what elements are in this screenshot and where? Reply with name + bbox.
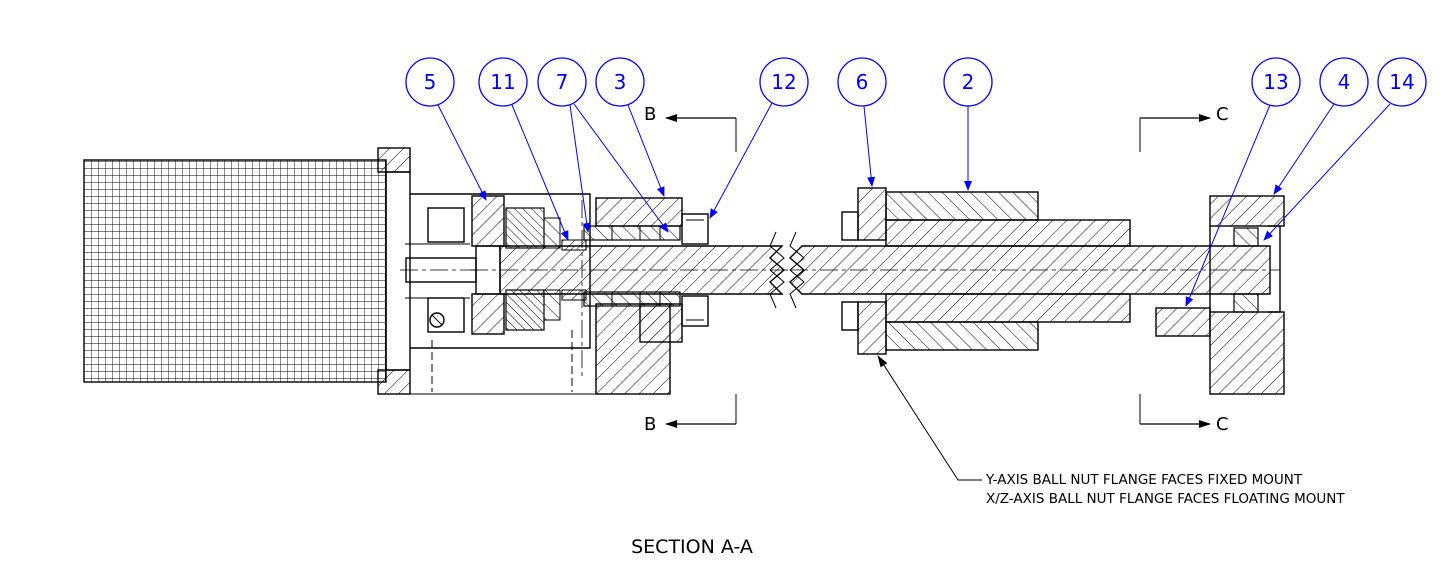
ball-screw-shaft-left [470,245,790,295]
floating-bearing-block [1155,195,1285,395]
balloon-2: 2 [943,57,993,191]
ball-nut [841,187,1131,355]
balloon-7: 7 [537,57,669,233]
section-label-c-top: C [1216,104,1229,125]
balloon-14: 14 [1263,57,1427,241]
fixed-bearing-block [561,197,709,395]
balloon-12-label: 12 [771,70,796,94]
balloon-11: 11 [478,57,569,241]
section-marker-c-top: C [1139,104,1229,152]
balloon-6: 6 [837,57,887,187]
section-label-c-bottom: C [1216,414,1229,435]
balloon-7-label: 7 [556,70,569,94]
balloon-5: 5 [405,57,487,201]
balloon-14-label: 14 [1389,70,1414,94]
section-marker-b-bottom: B [644,394,737,435]
note-line-1: Y-AXIS BALL NUT FLANGE FACES FIXED MOUNT [985,472,1303,488]
ball-nut-orientation-note: Y-AXIS BALL NUT FLANGE FACES FIXED MOUNT… [877,355,1345,507]
balloon-12: 12 [709,57,809,219]
balloon-3-label: 3 [614,70,627,94]
balloon-4-label: 4 [1338,70,1351,94]
balloon-4: 4 [1273,57,1369,195]
ball-screw-shaft-right [788,245,1280,295]
section-marker-c-bottom: C [1139,394,1229,435]
balloon-11-label: 11 [490,70,515,94]
balloon-5-label: 5 [424,70,437,94]
balloon-6-label: 6 [856,70,869,94]
note-line-2: X/Z-AXIS BALL NUT FLANGE FACES FLOATING … [986,491,1345,507]
balloon-2-label: 2 [962,70,975,94]
section-label-b-bottom: B [644,414,656,435]
balloon-3: 3 [595,57,665,197]
section-marker-b-top: B [644,104,737,152]
motor-body [83,159,387,383]
section-label-b-top: B [644,104,656,125]
balloon-13-label: 13 [1263,70,1288,94]
balloon-13: 13 [1185,57,1301,307]
motor-mount [377,147,600,395]
section-title: SECTION A-A [631,536,753,558]
